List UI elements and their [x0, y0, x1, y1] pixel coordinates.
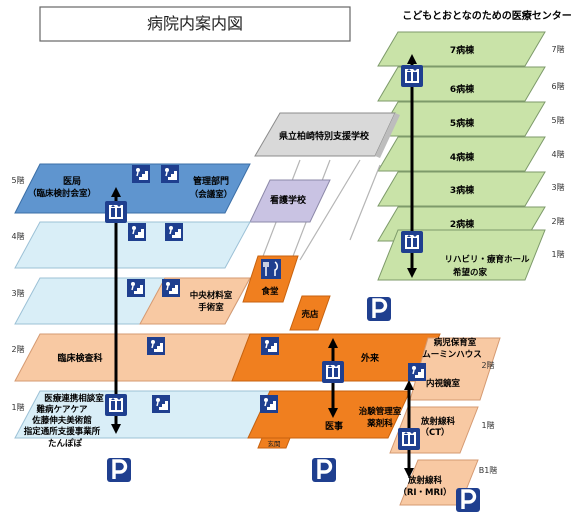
- operating-room: 手術室: [198, 302, 224, 313]
- svg-text:1階: 1階: [11, 402, 24, 412]
- lab-label: 臨床検査科: [57, 352, 102, 364]
- stairs-icon: [146, 336, 166, 356]
- stairs-icon: [161, 278, 181, 298]
- medical-office-sub: （臨床検討会室）: [28, 188, 96, 199]
- parking-icon: P: [365, 295, 393, 323]
- svg-text:2階: 2階: [551, 216, 564, 226]
- svg-text:2階: 2階: [11, 344, 24, 354]
- svg-text:6階: 6階: [551, 81, 564, 91]
- stairs-icon: [407, 362, 427, 382]
- parking-icon: P: [105, 456, 133, 484]
- stairs-icon: [259, 394, 279, 414]
- svg-text:7階: 7階: [551, 44, 564, 54]
- ward-2: 2病棟: [450, 218, 475, 230]
- endoscopy-label: 内視鏡室: [426, 378, 461, 389]
- admin-dept: 管理部門: [193, 175, 229, 187]
- svg-text:2階: 2階: [481, 360, 494, 370]
- stairs-icon: [151, 394, 171, 414]
- svg-text:1階: 1階: [551, 249, 564, 259]
- entrance-label: 玄関: [268, 439, 281, 448]
- sick-child-room: 病児保育室: [434, 337, 477, 348]
- admin-dept-sub: （会議室）: [190, 189, 233, 200]
- elevator-icon: [401, 231, 423, 253]
- center-name: こどもとおとなのための医療センター: [402, 9, 572, 22]
- floor-1-center: [247, 390, 411, 439]
- svg-text:5階: 5階: [551, 115, 564, 125]
- svg-text:4階: 4階: [11, 231, 24, 241]
- shop-block: [289, 295, 331, 331]
- elevator-icon: [105, 394, 127, 416]
- parking-icon: P: [310, 456, 338, 484]
- stairs-icon: [127, 222, 147, 242]
- ward-tower: 7病棟 6病棟 5病棟 4病棟 3病棟 2病棟 リハビリ・療育ホール 希望の家: [377, 31, 546, 281]
- radiology-mri-sub: （RI・MRI）: [398, 487, 451, 498]
- elevator-icon: [105, 201, 127, 223]
- svg-text:3階: 3階: [11, 288, 24, 298]
- clinical-trial-office: 治験管理室: [359, 406, 402, 417]
- nursing-school-building: [249, 179, 331, 223]
- svg-text:5階: 5階: [11, 175, 24, 185]
- svg-text:指定通所支援事業所: 指定通所支援事業所: [24, 426, 101, 437]
- elevator-icon: [401, 65, 423, 87]
- svg-text:難病ケアケア: 難病ケアケア: [36, 404, 88, 415]
- school-label: 県立柏崎特別支援学校: [279, 130, 370, 142]
- lower-right-floor-labels: 2階 1階 B1階: [479, 360, 498, 475]
- svg-text:佐藤伸夫美術館: 佐藤伸夫美術館: [31, 415, 92, 426]
- medical-office: 医局: [63, 176, 81, 187]
- radiology-ct: 放射線科: [420, 416, 456, 427]
- svg-text:1階: 1階: [481, 420, 494, 430]
- ward-7: 7病棟: [450, 44, 475, 56]
- cafeteria-label: 食堂: [261, 286, 279, 297]
- parking-icon: P: [454, 486, 482, 514]
- title-box: 病院内案内図: [39, 6, 351, 42]
- elevator-icon: [398, 428, 420, 450]
- svg-text:4階: 4階: [551, 149, 564, 159]
- first-floor-rooms: 医療連携相談室 難病ケアケア 佐藤伸夫美術館 指定通所支援事業所 たんぽぽ: [24, 393, 105, 449]
- left-floor-labels: 5階 4階 3階 2階 1階: [11, 175, 24, 412]
- svg-text:B1階: B1階: [479, 465, 498, 475]
- outpatient-label: 外来: [360, 352, 380, 364]
- svg-text:たんぽぽ: たんぽぽ: [48, 438, 83, 449]
- pharmacy: 薬剤科: [366, 418, 393, 429]
- stairs-icon: [164, 222, 184, 242]
- svg-text:3階: 3階: [551, 182, 564, 192]
- floor-2-left: [14, 333, 251, 382]
- ward-6: 6病棟: [450, 83, 475, 95]
- rehab-hall: リハビリ・療育ホール: [444, 254, 530, 265]
- ward-5: 5病棟: [450, 117, 475, 129]
- radiology-ct-sub: （CT）: [420, 427, 449, 438]
- kibou-no-ie: 希望の家: [453, 267, 488, 278]
- radiology-mri: 放射線科: [407, 475, 443, 486]
- shop-label: 売店: [300, 309, 319, 320]
- svg-text:医療連携相談室: 医療連携相談室: [44, 393, 104, 404]
- ward-3: 3病棟: [450, 184, 475, 196]
- medical-affairs-label: 医事: [325, 420, 343, 432]
- nursing-school-label: 看護学校: [270, 194, 307, 206]
- stairs-icon: [131, 164, 151, 184]
- left-upper-floors: 医局 （臨床検討会室） 管理部門 （会議室） 中央材料室 手術室: [14, 163, 251, 325]
- ward-4: 4病棟: [450, 151, 475, 163]
- central-supply: 中央材料室: [190, 290, 233, 301]
- elevator-icon: [322, 361, 344, 383]
- stairs-icon: [160, 164, 180, 184]
- moomin-house: ムーミンハウス: [422, 350, 482, 360]
- right-floor-labels: 7階 6階 5階 4階 3階 2階 1階: [551, 44, 564, 259]
- stairs-icon: [260, 336, 280, 356]
- stairs-icon: [126, 278, 146, 298]
- page-title: 病院内案内図: [147, 14, 243, 33]
